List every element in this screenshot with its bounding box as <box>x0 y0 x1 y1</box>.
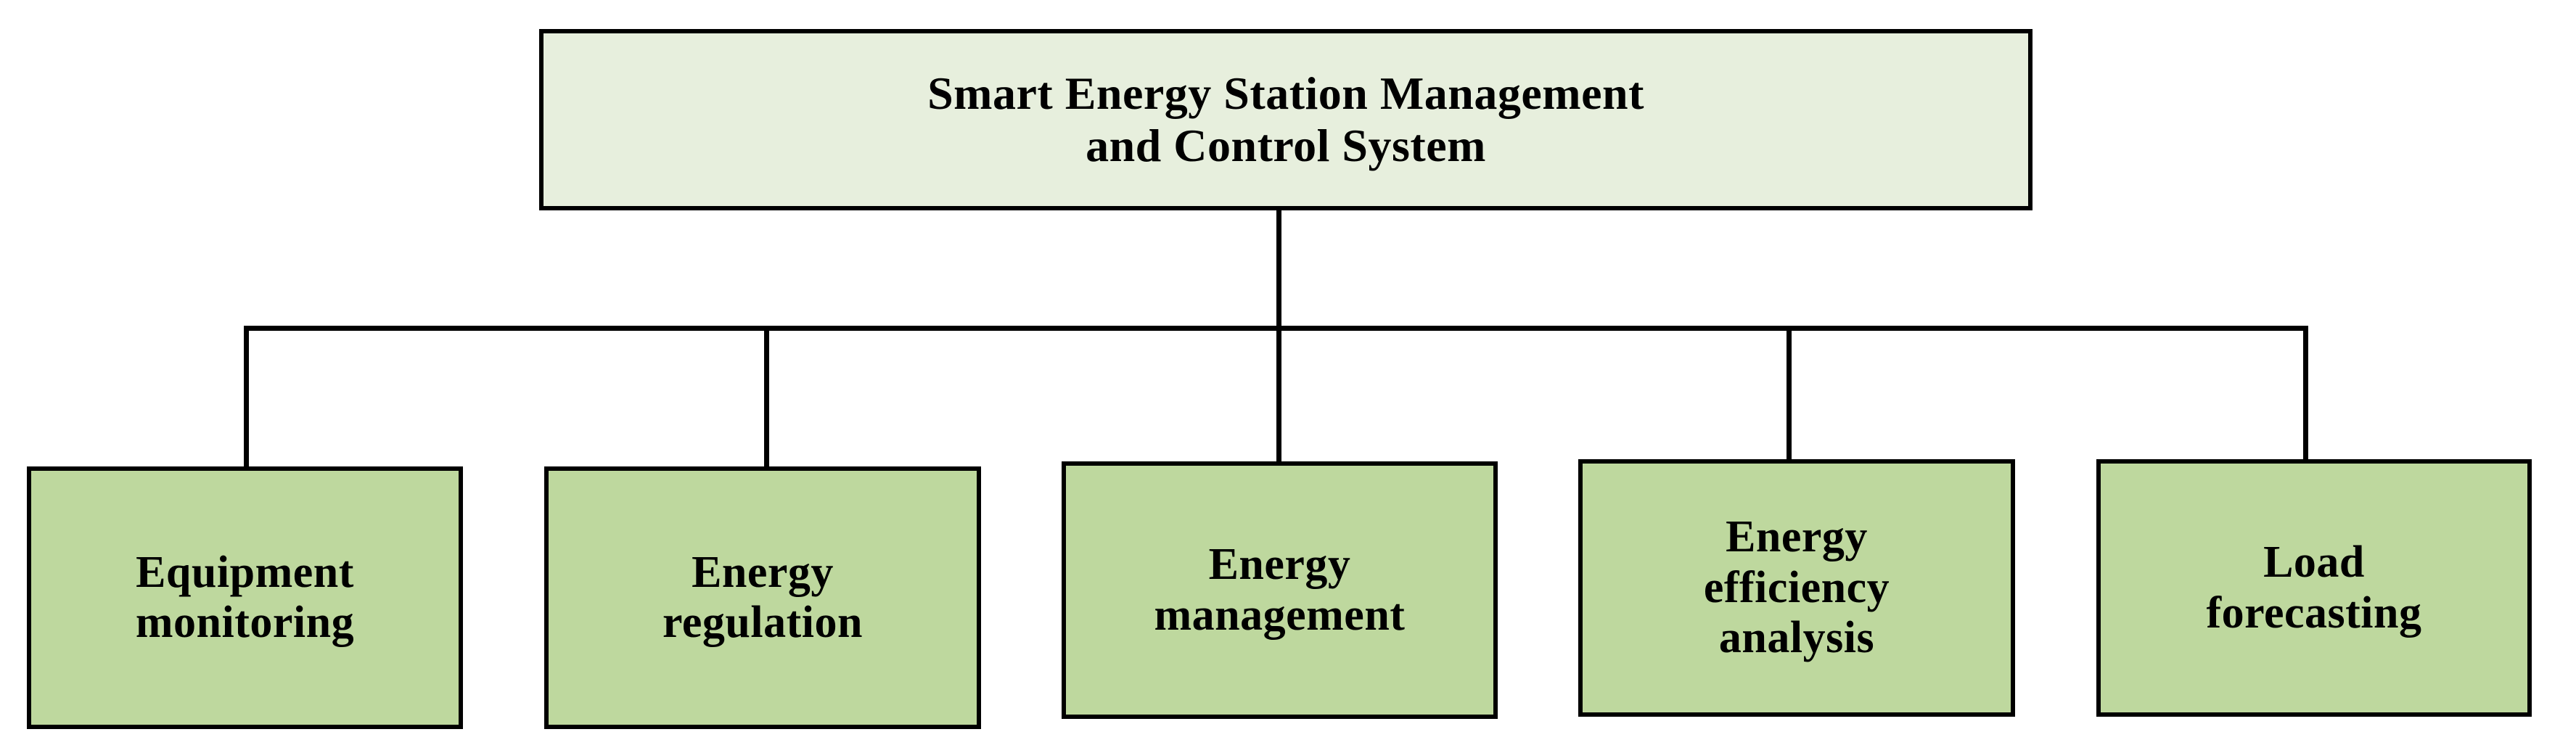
node-load-forecasting[interactable]: Load forecasting <box>2096 459 2532 717</box>
node-equipment-monitoring[interactable]: Equipment monitoring <box>27 466 463 729</box>
node-root-smart-energy-station-management-and-control-system[interactable]: Smart Energy Station Management and Cont… <box>539 29 2033 210</box>
connector-drop-load-forecasting <box>2303 326 2308 462</box>
node-energy-management-label: Energy management <box>1154 540 1406 640</box>
node-energy-regulation[interactable]: Energy regulation <box>544 466 981 729</box>
node-load-forecasting-label: Load forecasting <box>2206 538 2422 638</box>
node-energy-efficiency-analysis[interactable]: Energy efficiency analysis <box>1578 459 2015 717</box>
connector-drop-energy-efficiency-analysis <box>1787 326 1792 462</box>
connector-drop-energy-regulation <box>764 326 769 469</box>
node-equipment-monitoring-label: Equipment monitoring <box>135 547 355 647</box>
node-energy-management[interactable]: Energy management <box>1062 461 1498 719</box>
connector-horizontal-bus <box>244 326 2308 331</box>
connector-drop-equipment-monitoring <box>244 326 249 469</box>
node-root-label: Smart Energy Station Management and Cont… <box>927 67 1644 171</box>
node-energy-efficiency-analysis-label: Energy efficiency analysis <box>1703 512 1890 663</box>
connector-root-stem <box>1276 209 1281 464</box>
node-energy-regulation-label: Energy regulation <box>663 547 863 647</box>
